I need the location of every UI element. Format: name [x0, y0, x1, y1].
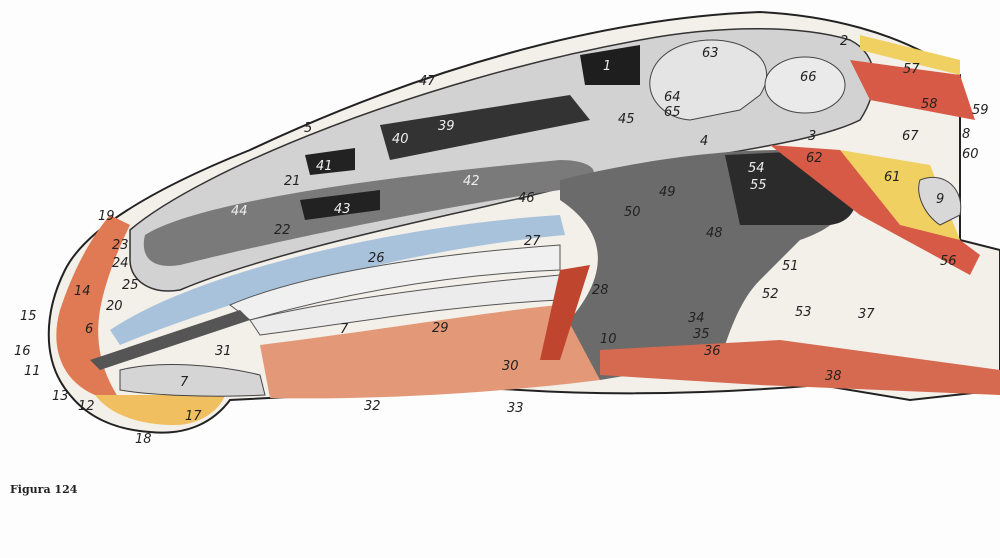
label-26: 26	[368, 251, 385, 266]
label-38: 38	[825, 369, 842, 384]
label-4: 4	[700, 134, 708, 149]
label-51: 51	[782, 259, 799, 274]
neck-muscle-58	[850, 60, 975, 120]
label-65: 65	[664, 105, 681, 120]
cerebellum	[764, 56, 846, 114]
label-35: 35	[693, 327, 710, 342]
label-21: 21	[284, 174, 301, 189]
label-61: 61	[884, 170, 901, 185]
label-57: 57	[903, 62, 920, 77]
mandible	[119, 364, 266, 397]
label-30: 30	[502, 359, 519, 374]
label-50: 50	[624, 205, 641, 220]
label-25: 25	[122, 278, 139, 293]
label-64: 64	[664, 90, 681, 105]
upper-teeth	[229, 244, 561, 321]
label-58: 58	[921, 97, 938, 112]
lower-lip	[95, 395, 225, 425]
tongue	[260, 305, 600, 399]
label-17: 17	[185, 409, 202, 424]
label-36: 36	[704, 344, 721, 359]
sinus-41	[305, 148, 355, 175]
label-41: 41	[316, 159, 333, 174]
maxillary-sinus	[380, 95, 590, 160]
label-54: 54	[748, 161, 765, 176]
label-48: 48	[706, 226, 723, 241]
label-5: 5	[304, 121, 312, 136]
label-63: 63	[702, 46, 719, 61]
frontal-sinus	[580, 45, 640, 85]
label-62: 62	[806, 151, 823, 166]
hard-palate	[110, 215, 565, 345]
muscle-62	[770, 145, 980, 275]
label-2: 2	[840, 34, 848, 49]
label-27: 27	[524, 234, 541, 249]
label-44: 44	[231, 204, 248, 219]
label-42: 42	[463, 174, 480, 189]
label-37: 37	[858, 307, 875, 322]
label-45: 45	[618, 112, 635, 127]
label-29: 29	[432, 321, 449, 336]
brain	[649, 39, 768, 121]
label-20: 20	[106, 299, 123, 314]
neck-fat-57	[860, 35, 960, 75]
label-16: 16	[14, 344, 31, 359]
label-22: 22	[274, 223, 291, 238]
label-67: 67	[902, 129, 919, 144]
label-15: 15	[20, 309, 37, 324]
label-46: 46	[518, 191, 535, 206]
label-28: 28	[592, 283, 609, 298]
label-32: 32	[364, 399, 381, 414]
label-7: 7	[340, 322, 349, 337]
vertebra-9	[918, 177, 962, 226]
label-8: 8	[962, 127, 970, 142]
label-14: 14	[74, 284, 91, 299]
label-12: 12	[78, 399, 95, 414]
label-59: 59	[972, 103, 989, 118]
muscle-28	[540, 265, 590, 360]
label-31: 31	[215, 344, 232, 359]
label-49: 49	[659, 185, 676, 200]
label-24: 24	[112, 256, 129, 271]
label-19: 19	[98, 209, 115, 224]
label-43: 43	[334, 202, 351, 217]
label-10: 10	[600, 332, 617, 347]
label-23: 23	[112, 238, 129, 253]
label-33: 33	[507, 401, 524, 416]
nasal-concha	[143, 160, 594, 266]
label-6: 6	[85, 322, 93, 337]
figure-caption: Figura 124	[10, 483, 78, 496]
muscle-38	[600, 340, 1000, 395]
fat-61	[840, 150, 960, 240]
label-1: 1	[603, 59, 611, 74]
label-47: 47	[419, 74, 436, 89]
lip-muscle	[56, 215, 130, 400]
label-55: 55	[750, 178, 767, 193]
label-7: 7	[180, 375, 189, 390]
label-11: 11	[24, 364, 41, 379]
label-60: 60	[962, 147, 979, 162]
label-66: 66	[800, 70, 817, 85]
label-53: 53	[795, 305, 812, 320]
label-3: 3	[808, 129, 816, 144]
label-9: 9	[936, 192, 944, 207]
label-40: 40	[392, 132, 409, 147]
label-13: 13	[52, 389, 69, 404]
label-39: 39	[438, 119, 455, 134]
label-52: 52	[762, 287, 779, 302]
label-34: 34	[688, 311, 705, 326]
incisor	[90, 310, 250, 370]
sinus-43	[300, 190, 380, 220]
label-18: 18	[135, 432, 152, 447]
label-56: 56	[940, 254, 957, 269]
